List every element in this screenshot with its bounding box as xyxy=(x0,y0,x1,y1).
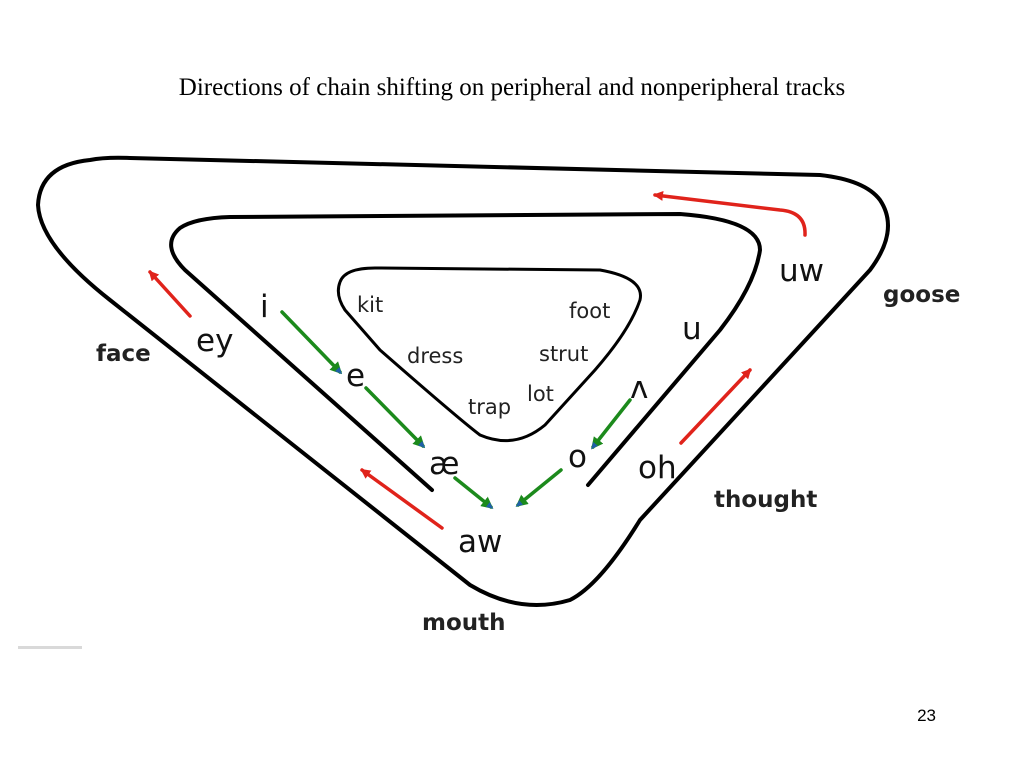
vowel-o: o xyxy=(568,439,587,475)
slide-title: Directions of chain shifting on peripher… xyxy=(178,74,846,101)
label-lot: lot xyxy=(527,382,554,406)
arrow-aw-shift xyxy=(360,468,444,530)
arrow-ey-shift xyxy=(148,270,192,318)
vowel-e: e xyxy=(346,358,365,394)
label-thought: thought xyxy=(714,487,817,513)
vowel-ey: ey xyxy=(196,323,233,359)
label-face: face xyxy=(96,341,151,367)
arrow-wedge-to-o xyxy=(591,398,632,450)
vowel-ae: æ xyxy=(429,446,459,482)
label-goose: goose xyxy=(883,282,960,308)
arrow-uw-shift xyxy=(653,190,807,237)
vowel-oh: oh xyxy=(638,450,677,486)
arrow-oh-shift xyxy=(679,368,752,445)
vowel-wedge: ʌ xyxy=(630,370,648,406)
page-number: 23 xyxy=(917,706,936,725)
vowel-i: i xyxy=(260,289,269,325)
label-trap: trap xyxy=(468,395,511,419)
inner-track xyxy=(336,266,642,443)
outer-peripheral-track xyxy=(36,155,890,607)
label-dress: dress xyxy=(407,344,463,368)
chain-shift-diagram: face goose thought mouth kit foot dress … xyxy=(36,155,960,636)
vowel-aw: aw xyxy=(458,524,502,560)
label-mouth: mouth xyxy=(422,610,506,636)
label-strut: strut xyxy=(539,342,588,366)
arrow-ae-to-aw xyxy=(453,476,494,509)
vowel-uw: uw xyxy=(779,253,824,289)
middle-nonperipheral-track xyxy=(169,212,762,492)
arrow-i-to-e xyxy=(280,310,343,375)
arrow-e-to-ae xyxy=(364,386,426,449)
label-foot: foot xyxy=(569,299,610,323)
arrow-o-to-aw xyxy=(515,468,563,507)
corner-rule xyxy=(18,646,82,649)
label-kit: kit xyxy=(357,293,383,317)
vowel-u: u xyxy=(682,311,702,347)
